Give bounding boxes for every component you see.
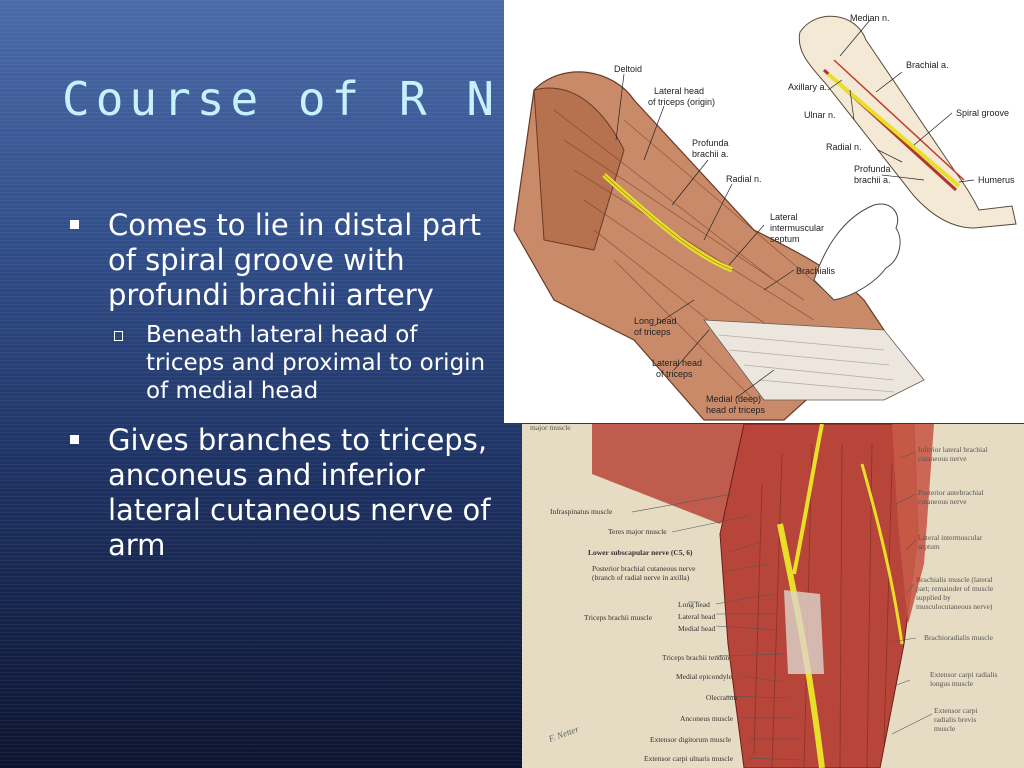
label-brachialis: supplied by xyxy=(916,593,951,602)
label-triceps-brachii: Triceps brachii muscle xyxy=(584,613,653,622)
sub-bullet-item: Beneath lateral head of triceps and prox… xyxy=(70,321,502,405)
label-humerus: Humerus xyxy=(978,175,1015,185)
label-spiral-groove: Spiral groove xyxy=(956,108,1009,118)
label-profunda-main: brachii a. xyxy=(692,149,729,159)
bullet-list: Comes to lie in distal part of spiral gr… xyxy=(70,208,502,571)
label-extensor-carpi-radialis-brevis: Extensor carpi xyxy=(934,706,978,715)
sub-bullet-text: Beneath lateral head of triceps and prox… xyxy=(146,322,486,404)
label-brachialis: musculocutaneous nerve) xyxy=(916,602,993,611)
label-extensor-digitorum: Extensor digitorum muscle xyxy=(650,735,732,744)
label-medial-head: Medial (deep) xyxy=(706,394,761,404)
label-anconeus: Anconeus muscle xyxy=(680,714,734,723)
square-bullet-icon xyxy=(70,435,79,444)
bullet-text: Comes to lie in distal part of spiral gr… xyxy=(108,208,482,312)
label-olecranon: Olecranon xyxy=(706,693,737,702)
label-ulnar-n: Ulnar n. xyxy=(804,110,836,120)
label-extensor-carpi-ulnaris: Extensor carpi ulnaris muscle xyxy=(644,754,734,763)
label-lateral-head-origin: Lateral head xyxy=(654,86,704,96)
label-posterior-brachial-cutaneous-nerve: (branch of radial nerve in axilla) xyxy=(592,573,690,582)
label-brachialis: Brachialis xyxy=(796,266,836,276)
label-brachialis: part; remainder of muscle xyxy=(916,584,994,593)
label-lateral-intermuscular-septum: Lateral xyxy=(770,212,798,222)
artist-signature: F. Netter xyxy=(546,724,580,745)
label-brachial-a: Brachial a. xyxy=(906,60,949,70)
label-radial-n-inset: Radial n. xyxy=(826,142,862,152)
label-lower-subscapular-nerve: Lower subscapular nerve (C5, 6) xyxy=(588,548,693,557)
label-extensor-carpi-radialis-brevis: radialis brevis xyxy=(934,715,976,724)
label-lateral-intermuscular-septum: septum xyxy=(770,234,800,244)
label-posterior-brachial-cutaneous-nerve: Posterior brachial cutaneous nerve xyxy=(592,564,696,573)
anatomy-illustration-posterior-arm: major muscle Infraspinatus muscle Teres … xyxy=(522,424,1024,768)
label-lateral-intermuscular-septum: Lateral intermuscular xyxy=(918,533,983,542)
label-extensor-carpi-radialis-brevis: muscle xyxy=(934,724,956,733)
label-extensor-carpi-radialis-longus: longus muscle xyxy=(930,679,974,688)
label-profunda-inset: Profunda xyxy=(854,164,891,174)
label-triceps-long-head: Long head xyxy=(678,600,710,609)
label-long-head: Long head xyxy=(634,316,677,326)
label-median-n: Median n. xyxy=(850,13,890,23)
label-medial-epicondyle: Medial epicondyle xyxy=(676,672,733,681)
label-profunda-inset: brachii a. xyxy=(854,175,891,185)
label-axillary-a: Axillary a. xyxy=(788,82,827,92)
label-teres-major: Teres major muscle xyxy=(608,527,667,536)
label-long-head: of triceps xyxy=(634,327,671,337)
bullet-text: Gives branches to triceps, anconeus and … xyxy=(108,423,491,562)
arm-drawing: Median n. Brachial a. Axillary a. Ulnar … xyxy=(513,13,1017,421)
label-extensor-carpi-radialis-longus: Extensor carpi radialis xyxy=(930,670,998,679)
label-lateral-intermuscular-septum: septum xyxy=(918,542,940,551)
bullet-item: Comes to lie in distal part of spiral gr… xyxy=(70,208,502,313)
label-profunda-main: Profunda xyxy=(692,138,729,148)
label-posterior-antebrachial-cutaneous-nerve: cutaneous nerve xyxy=(918,497,967,506)
label-brachialis: Brachialis muscle (lateral xyxy=(916,575,993,584)
label-posterior-antebrachial-cutaneous-nerve: Posterior antebrachial xyxy=(918,488,984,497)
label-infraspinatus: Infraspinatus muscle xyxy=(550,507,613,516)
square-bullet-icon xyxy=(70,220,79,229)
label-major-muscle: major muscle xyxy=(530,424,571,432)
label-triceps-lateral-head: Lateral head xyxy=(678,612,716,621)
posterior-arm-drawing: major muscle Infraspinatus muscle Teres … xyxy=(530,424,998,768)
label-inferior-lateral-brachial-cutaneous-nerve: cutaneous nerve xyxy=(918,454,967,463)
label-medial-head: head of triceps xyxy=(706,405,766,415)
hollow-square-bullet-icon xyxy=(114,331,123,341)
label-lateral-head: of triceps xyxy=(656,369,693,379)
label-brachioradialis: Brachioradialis muscle xyxy=(924,633,994,642)
label-inferior-lateral-brachial-cutaneous-nerve: Inferior lateral brachial xyxy=(918,445,988,454)
label-lateral-head: Lateral head xyxy=(652,358,702,368)
label-deltoid: Deltoid xyxy=(614,64,642,74)
label-lateral-head-origin: of triceps (origin) xyxy=(648,97,715,107)
slide-title: Course of R N xyxy=(62,72,501,126)
label-lateral-intermuscular-septum: intermuscular xyxy=(770,223,824,233)
label-triceps-tendon: Triceps brachii tendon xyxy=(662,653,729,662)
anatomy-illustration-arm: Median n. Brachial a. Axillary a. Ulnar … xyxy=(504,0,1024,423)
label-triceps-medial-head: Medial head xyxy=(678,624,716,633)
label-radial-n-main: Radial n. xyxy=(726,174,762,184)
bullet-item: Gives branches to triceps, anconeus and … xyxy=(70,423,502,563)
